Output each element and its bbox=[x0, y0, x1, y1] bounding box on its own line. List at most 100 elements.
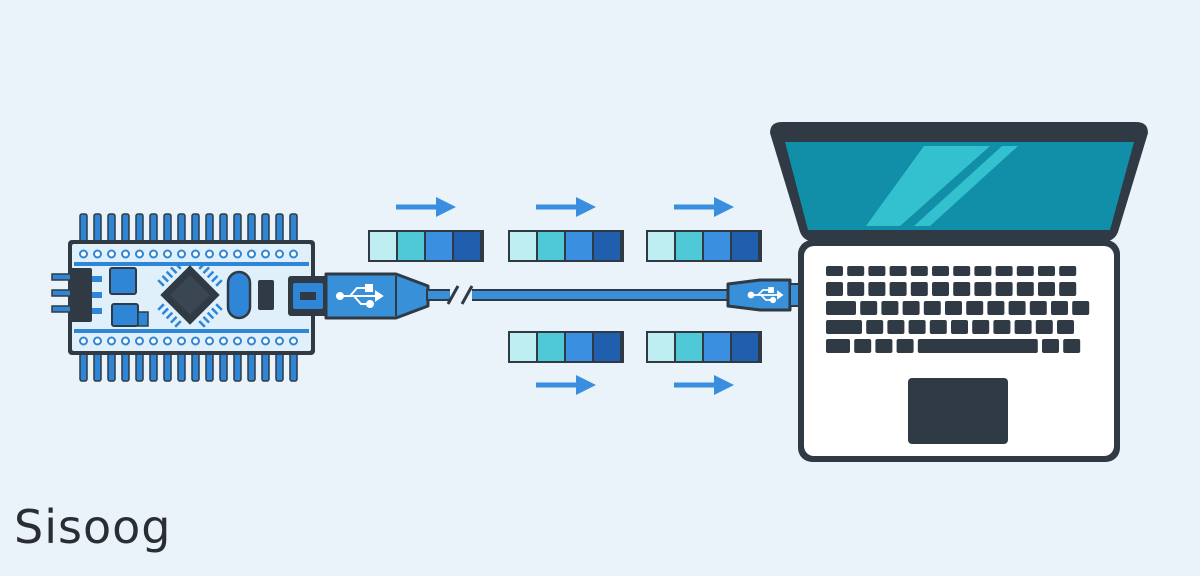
keyboard-key bbox=[953, 282, 971, 296]
laptop-touchpad bbox=[908, 378, 1008, 444]
board-pin bbox=[219, 213, 228, 243]
sisoog-logo: Sisoog bbox=[14, 500, 172, 554]
keyboard-key bbox=[826, 320, 862, 334]
arrow-right-icon bbox=[536, 197, 596, 217]
cable-break-icon bbox=[446, 284, 474, 306]
laptop-notch bbox=[930, 456, 988, 462]
board-holes-bottom bbox=[74, 329, 309, 346]
keyboard-key bbox=[1014, 320, 1032, 334]
board-pin bbox=[247, 213, 256, 243]
board-pin bbox=[135, 213, 144, 243]
keyboard-key bbox=[866, 320, 884, 334]
usb-port bbox=[288, 276, 328, 316]
board-hole bbox=[261, 336, 270, 346]
keyboard-key bbox=[1008, 301, 1026, 315]
board-pin bbox=[107, 213, 116, 243]
keyboard-key bbox=[1038, 282, 1055, 296]
keyboard-key bbox=[910, 266, 928, 276]
board-holes-top bbox=[74, 249, 309, 266]
keyboard-key bbox=[889, 282, 907, 296]
laptop-icon bbox=[770, 122, 1148, 462]
board-pins-bottom bbox=[79, 352, 298, 382]
board-pin bbox=[233, 213, 242, 243]
keyboard-key bbox=[910, 282, 928, 296]
board-pin bbox=[261, 352, 270, 382]
keyboard-key bbox=[826, 301, 856, 315]
keyboard-key bbox=[1059, 282, 1077, 296]
keyboard-key bbox=[860, 301, 878, 315]
board-pin bbox=[121, 213, 130, 243]
keyboard-key bbox=[847, 282, 865, 296]
data-packet bbox=[368, 230, 484, 262]
keyboard-key bbox=[1016, 282, 1034, 296]
keyboard-key bbox=[1038, 266, 1055, 276]
board-pin bbox=[275, 213, 284, 243]
usb-symbol-icon bbox=[336, 284, 384, 308]
board-pin bbox=[163, 352, 172, 382]
keyboard-key bbox=[923, 301, 941, 315]
keyboard-key bbox=[1029, 301, 1047, 315]
board-pin bbox=[107, 352, 116, 382]
usb-cable bbox=[426, 284, 732, 306]
usb-connector-laptop-side bbox=[726, 278, 801, 312]
board-pin bbox=[219, 352, 228, 382]
board-hole bbox=[275, 336, 284, 346]
board-pin bbox=[177, 213, 186, 243]
board-hole bbox=[289, 249, 298, 259]
keyboard-key bbox=[1042, 339, 1059, 353]
board-hole bbox=[247, 249, 256, 259]
board-component-dark bbox=[258, 280, 274, 310]
board-hole bbox=[149, 336, 158, 346]
keyboard-key bbox=[951, 320, 968, 334]
board-hole bbox=[177, 249, 186, 259]
data-packet bbox=[646, 331, 762, 363]
arrow-right-icon bbox=[396, 197, 456, 217]
board-pin bbox=[205, 352, 214, 382]
board-crystal bbox=[226, 270, 252, 320]
keyboard-key bbox=[1063, 339, 1081, 353]
board-component-square bbox=[109, 267, 137, 295]
board-pin bbox=[233, 352, 242, 382]
board-hole bbox=[275, 249, 284, 259]
board-pin bbox=[163, 213, 172, 243]
arrow-right-icon bbox=[674, 197, 734, 217]
board-pin bbox=[247, 352, 256, 382]
keyboard-key bbox=[974, 282, 992, 296]
keyboard-key bbox=[993, 320, 1011, 334]
keyboard-key bbox=[896, 339, 914, 353]
arrow-right-icon bbox=[536, 375, 596, 395]
board-hole bbox=[107, 249, 116, 259]
keyboard-key bbox=[995, 266, 1013, 276]
keyboard-key bbox=[966, 301, 984, 315]
laptop-keyboard bbox=[826, 266, 1090, 353]
board-hole bbox=[247, 336, 256, 346]
board-pin bbox=[149, 352, 158, 382]
data-packet bbox=[508, 331, 624, 363]
board-pin bbox=[191, 213, 200, 243]
board-hole bbox=[233, 336, 242, 346]
board-side-header bbox=[51, 268, 102, 322]
keyboard-key bbox=[1035, 320, 1053, 334]
keyboard-key bbox=[881, 301, 899, 315]
transfer-arrows bbox=[396, 197, 734, 395]
board-pin bbox=[121, 352, 130, 382]
board-hole bbox=[149, 249, 158, 259]
board-pin bbox=[289, 352, 298, 382]
board-hole bbox=[163, 249, 172, 259]
board-hole bbox=[191, 249, 200, 259]
board-hole bbox=[93, 249, 102, 259]
board-pin bbox=[135, 352, 144, 382]
microcontroller-board-icon bbox=[51, 213, 315, 382]
keyboard-key bbox=[902, 301, 920, 315]
board-hole bbox=[121, 336, 130, 346]
data-packets bbox=[368, 230, 762, 363]
board-pin bbox=[177, 352, 186, 382]
board-pin bbox=[205, 213, 214, 243]
board-pin bbox=[79, 213, 88, 243]
microcontroller-chip-icon bbox=[157, 262, 223, 328]
keyboard-key bbox=[826, 282, 843, 296]
keyboard-key bbox=[887, 320, 905, 334]
data-packet bbox=[646, 230, 762, 262]
